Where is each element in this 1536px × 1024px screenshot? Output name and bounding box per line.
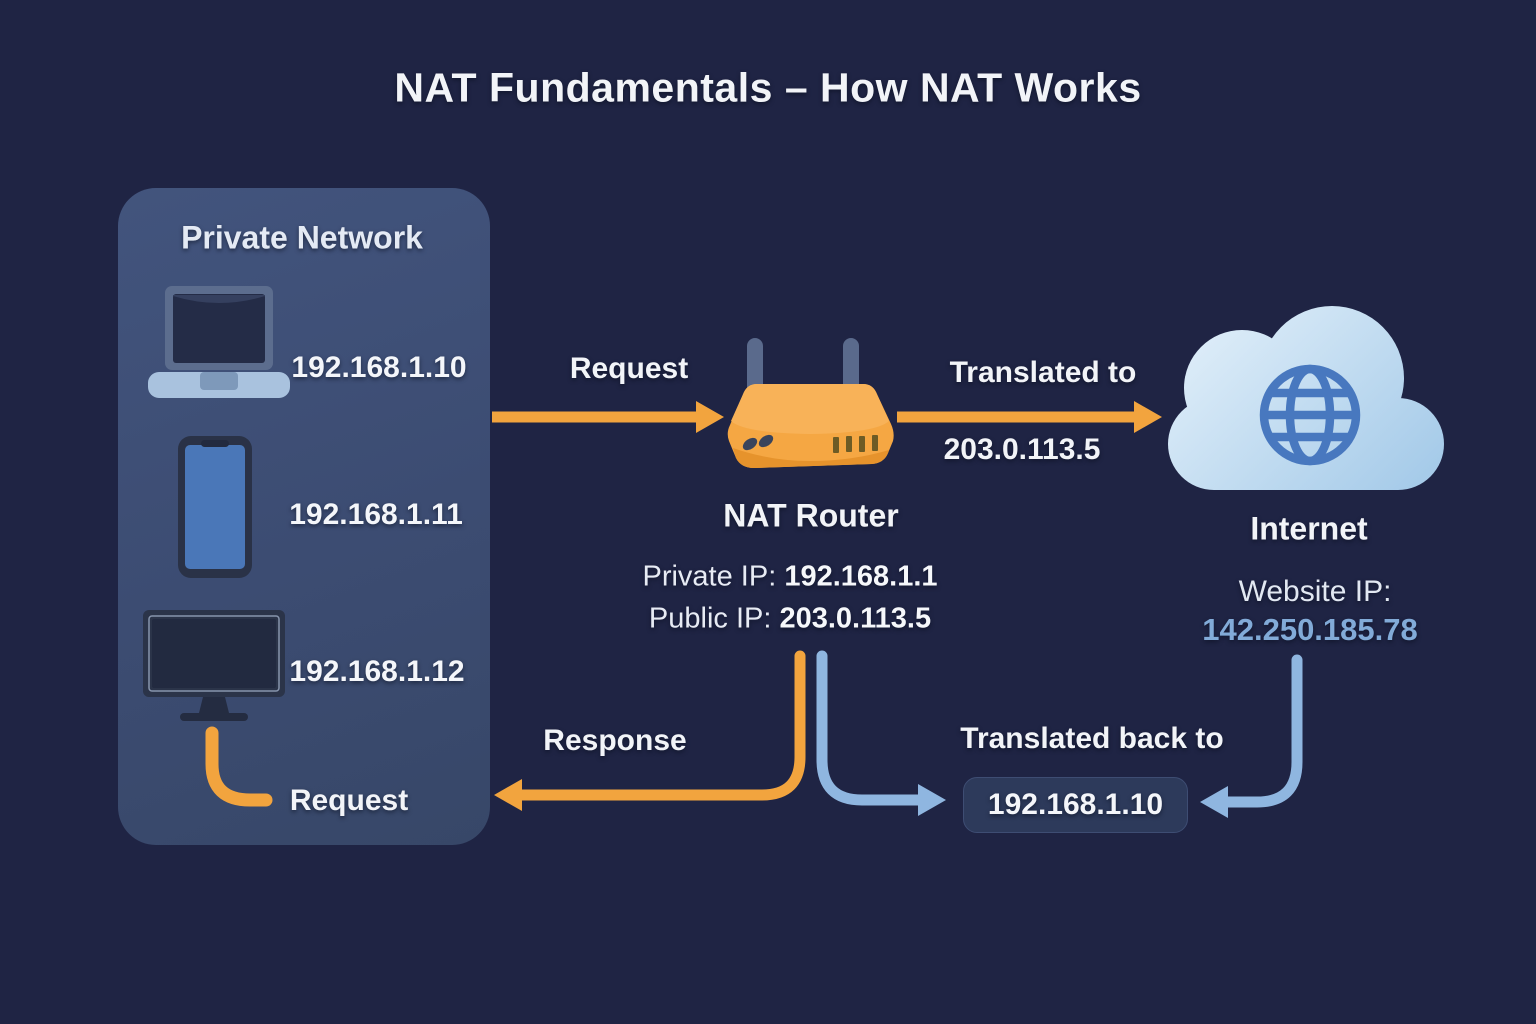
translated-to-ip: 203.0.113.5 bbox=[943, 432, 1101, 466]
antenna-right bbox=[843, 338, 859, 396]
translated-to-label: Translated to bbox=[949, 355, 1137, 389]
router-private-ip-value: 192.168.1.1 bbox=[784, 560, 938, 593]
internet-label: Internet bbox=[1250, 510, 1368, 547]
router-led bbox=[758, 434, 774, 448]
router-private-ip-label: Private IP: bbox=[642, 560, 777, 593]
translated-back-arrow-left bbox=[816, 650, 946, 816]
router-led bbox=[742, 437, 758, 451]
monitor-icon bbox=[143, 610, 285, 721]
private-network-title: Private Network bbox=[181, 219, 423, 256]
translated-back-label: Translated back to bbox=[960, 721, 1224, 755]
arrowhead-right bbox=[696, 401, 724, 433]
nat-router-label: NAT Router bbox=[723, 497, 899, 534]
translated-back-ip-badge: 192.168.1.10 bbox=[963, 777, 1188, 833]
router-public-ip-label: Public IP: bbox=[648, 602, 772, 635]
page-title: NAT Fundamentals – How NAT Works bbox=[394, 64, 1142, 111]
laptop-icon bbox=[148, 286, 290, 398]
router-vents bbox=[833, 435, 878, 453]
router-public-ip-value: 203.0.113.5 bbox=[779, 602, 932, 635]
router-private-ip-line: Private IP: 192.168.1.1 bbox=[642, 560, 937, 593]
request-label: Request bbox=[569, 351, 689, 385]
arrowhead-right bbox=[918, 784, 946, 816]
arrowhead-right bbox=[1134, 401, 1162, 433]
request-arrow bbox=[492, 401, 724, 433]
antenna-left bbox=[747, 338, 763, 396]
response-arrow bbox=[494, 650, 806, 811]
panel-request-label: Request bbox=[289, 783, 409, 817]
website-ip-label: Website IP: bbox=[1238, 574, 1392, 608]
arrowhead-left bbox=[1200, 786, 1228, 818]
device-ip-monitor: 192.168.1.12 bbox=[289, 654, 465, 688]
wifi-router-icon bbox=[727, 338, 894, 468]
website-ip-value: 142.250.185.78 bbox=[1202, 612, 1418, 648]
panel-request-connector bbox=[205, 726, 273, 807]
translated-back-ip: 192.168.1.10 bbox=[987, 788, 1164, 821]
translated-to-arrow bbox=[897, 401, 1162, 433]
arrowhead-left bbox=[494, 779, 522, 811]
device-ip-phone: 192.168.1.11 bbox=[289, 497, 463, 531]
response-label: Response bbox=[543, 723, 687, 757]
device-ip-laptop: 192.168.1.10 bbox=[291, 350, 467, 384]
globe-icon bbox=[1259, 364, 1361, 466]
translated-back-arrow-right bbox=[1200, 654, 1303, 818]
router-public-ip-line: Public IP: 203.0.113.5 bbox=[649, 602, 931, 635]
smartphone-icon bbox=[178, 436, 252, 578]
